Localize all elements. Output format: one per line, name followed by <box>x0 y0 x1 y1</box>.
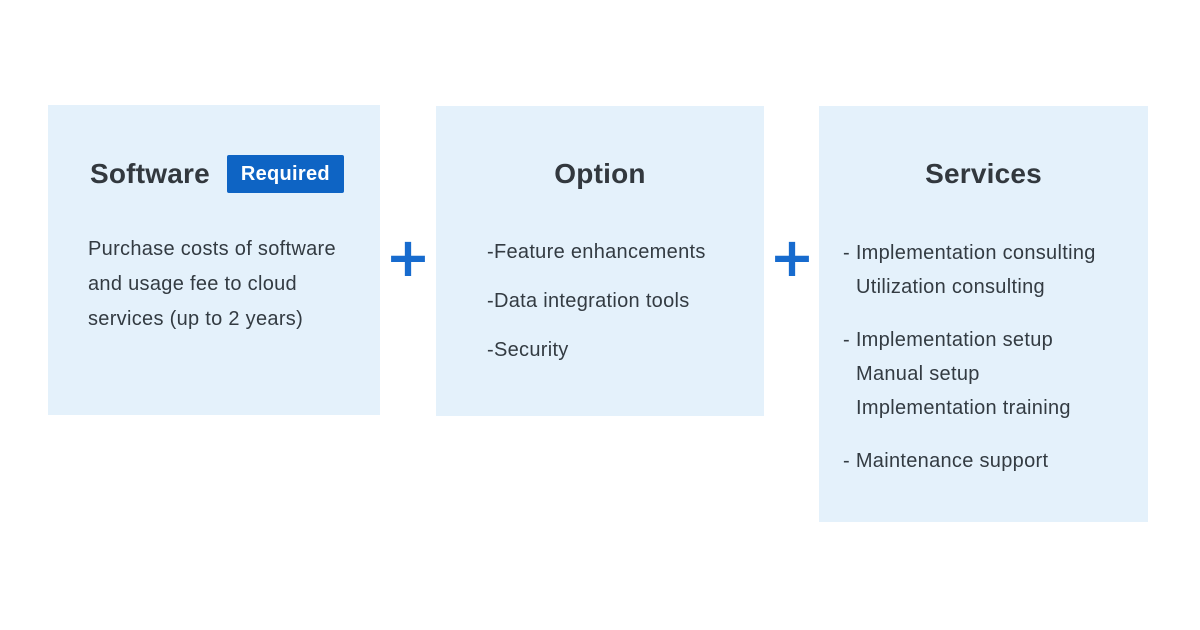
services-item: Utilization consulting <box>856 276 1045 298</box>
option-item: -Security <box>487 339 569 361</box>
services-item: - Maintenance support <box>843 450 1049 472</box>
services-item: Implementation training <box>856 397 1071 419</box>
services-item: - Implementation setup <box>843 329 1054 351</box>
plus-icon: + <box>385 226 431 289</box>
software-description-line: services (up to 2 years) <box>88 308 304 330</box>
plus-icon: + <box>769 226 815 289</box>
services-item-list: - Implementation consulting Utilization … <box>843 236 1138 497</box>
software-heading-row: Software Required <box>90 155 344 193</box>
services-item: Manual setup <box>856 363 980 385</box>
option-item-list: -Feature enhancements -Data integration … <box>487 238 752 385</box>
services-item: - Implementation consulting <box>843 242 1096 264</box>
software-description-line: Purchase costs of software <box>88 238 336 260</box>
option-item: -Data integration tools <box>487 290 690 312</box>
services-panel: Services - Implementation consulting Uti… <box>819 106 1148 522</box>
option-panel: Option -Feature enhancements -Data integ… <box>436 106 764 416</box>
software-description-line: and usage fee to cloud <box>88 273 297 295</box>
services-panel-title: Services <box>925 158 1042 189</box>
software-description: Purchase costs of software and usage fee… <box>88 232 360 337</box>
option-item: -Feature enhancements <box>487 241 706 263</box>
required-badge: Required <box>226 155 344 193</box>
option-panel-title: Option <box>554 158 646 189</box>
services-group-consulting: - Implementation consulting Utilization … <box>843 236 1138 304</box>
software-panel-title: Software <box>90 158 210 189</box>
software-panel: Software Required Purchase costs of soft… <box>48 105 380 415</box>
services-group-maintenance: - Maintenance support <box>843 444 1138 478</box>
services-group-setup: - Implementation setup Manual setup Impl… <box>843 323 1138 425</box>
